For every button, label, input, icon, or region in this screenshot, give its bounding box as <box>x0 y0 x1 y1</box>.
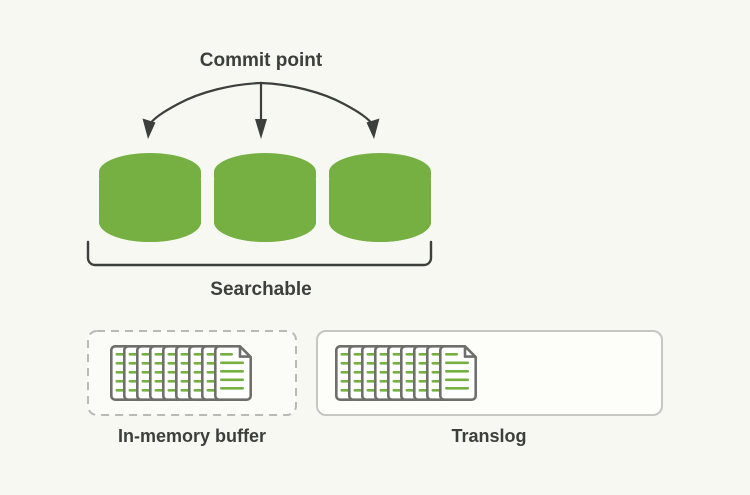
in-memory-buffer-doc-stack-icon <box>111 346 250 399</box>
in-memory-buffer-label: In-memory buffer <box>118 426 266 446</box>
segment-cylinder-2 <box>214 153 316 242</box>
translog-doc-stack-icon <box>336 346 475 399</box>
segment-cylinder-3 <box>329 153 431 242</box>
arrow-center-to-segment-2 <box>255 81 267 139</box>
commit-point-label: Commit point <box>200 50 323 71</box>
arrow-right-to-segment-3 <box>259 81 380 139</box>
searchable-bracket <box>86 240 433 267</box>
translog-label: Translog <box>451 426 526 446</box>
segment-cylinders <box>99 153 431 242</box>
commit-point-arrows <box>142 81 380 139</box>
searchable-label: Searchable <box>210 279 311 300</box>
arrow-left-to-segment-1 <box>142 81 263 139</box>
segment-cylinder-1 <box>99 153 201 242</box>
